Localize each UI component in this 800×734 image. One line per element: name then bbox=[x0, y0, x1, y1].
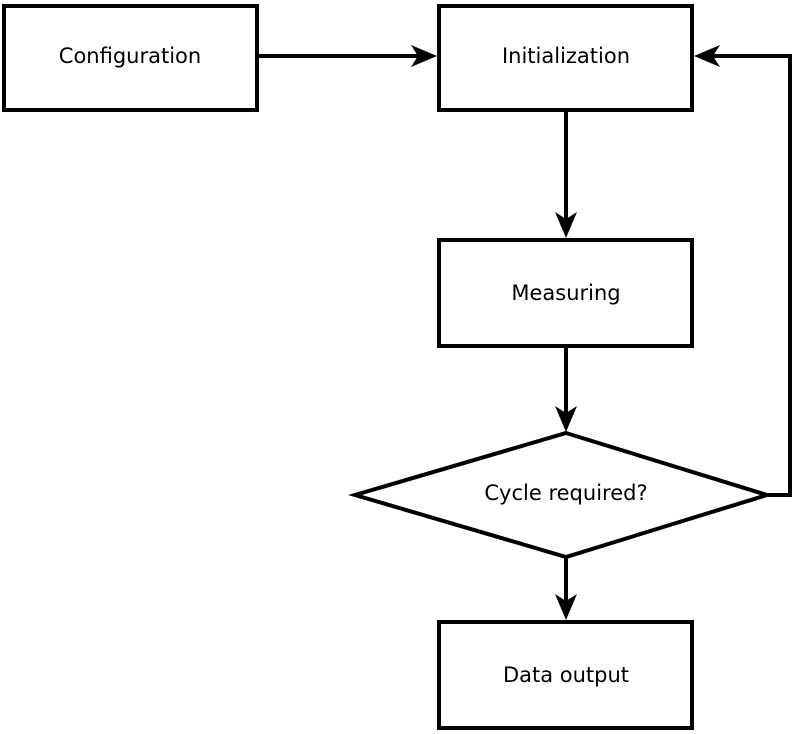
node-data-output-label: Data output bbox=[503, 663, 629, 687]
arrowhead-icon bbox=[411, 45, 437, 67]
arrowhead-icon bbox=[555, 212, 577, 238]
edge-measuring-to-cycle-required bbox=[555, 348, 577, 432]
node-data-output-shape[interactable] bbox=[437, 620, 694, 730]
node-configuration[interactable]: Configuration bbox=[2, 4, 259, 112]
node-measuring[interactable]: Measuring bbox=[437, 238, 694, 348]
edge-line-segment bbox=[708, 54, 792, 497]
node-measuring-label: Measuring bbox=[511, 281, 620, 305]
node-initialization-shape[interactable] bbox=[437, 4, 694, 112]
arrowhead-icon bbox=[555, 594, 577, 620]
node-measuring-shape[interactable] bbox=[437, 238, 694, 348]
node-cycle-required-label: Cycle required? bbox=[484, 481, 647, 505]
edge-initialization-to-measuring bbox=[555, 112, 577, 238]
node-configuration-label: Configuration bbox=[59, 44, 201, 68]
arrowhead-icon bbox=[555, 406, 577, 432]
node-configuration-shape[interactable] bbox=[2, 4, 259, 112]
node-cycle-required[interactable]: Cycle required? bbox=[347, 430, 774, 560]
node-initialization-label: Initialization bbox=[502, 44, 630, 68]
edge-configuration-to-initialization bbox=[259, 45, 437, 67]
edge-cycle-required-to-initialization-feedback bbox=[694, 45, 792, 497]
node-cycle-required-shape[interactable] bbox=[347, 430, 774, 560]
node-data-output[interactable]: Data output bbox=[437, 620, 694, 730]
arrowhead-icon bbox=[694, 45, 720, 67]
edge-cycle-required-to-data-output bbox=[555, 558, 577, 620]
node-initialization[interactable]: Initialization bbox=[437, 4, 694, 112]
